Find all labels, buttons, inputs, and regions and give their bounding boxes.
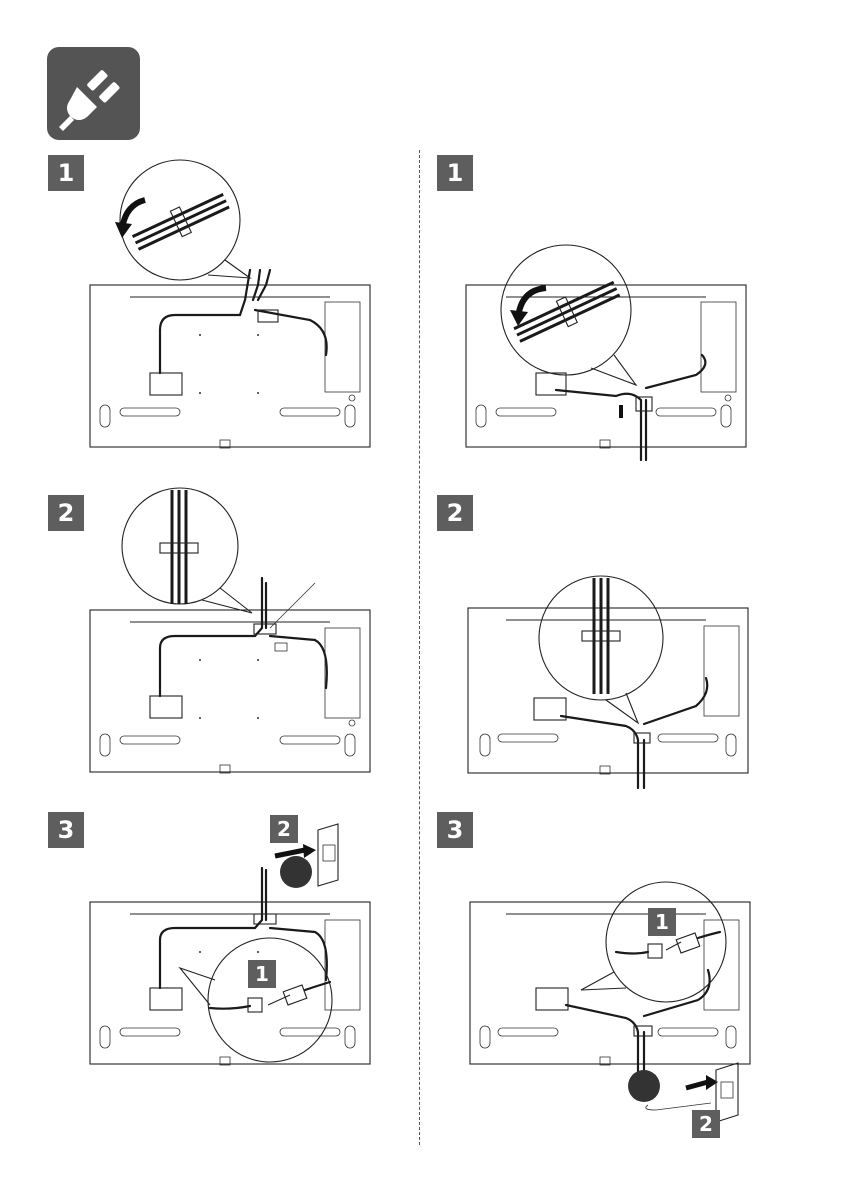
column-divider [419,150,420,1145]
callout-badge-left-2: 2 [270,815,298,843]
tv-diagram-right-1 [466,160,756,460]
power-plug-icon [47,47,140,140]
callout-badge-left-1: 1 [248,960,276,988]
tv-diagram-right-2 [466,488,756,788]
tv-diagram-left-3 [90,810,380,1100]
step-badge-left-2: 2 [48,495,84,531]
step-badge-left-3: 3 [48,812,84,848]
tv-diagram-left-1 [90,160,370,460]
callout-badge-right-2: 2 [692,1110,720,1138]
step-badge-left-1: 1 [48,155,84,191]
tv-diagram-left-2 [90,488,370,778]
step-badge-right-3: 3 [437,812,473,848]
tv-diagram-right-3 [466,860,766,1160]
callout-badge-right-1: 1 [648,908,676,936]
